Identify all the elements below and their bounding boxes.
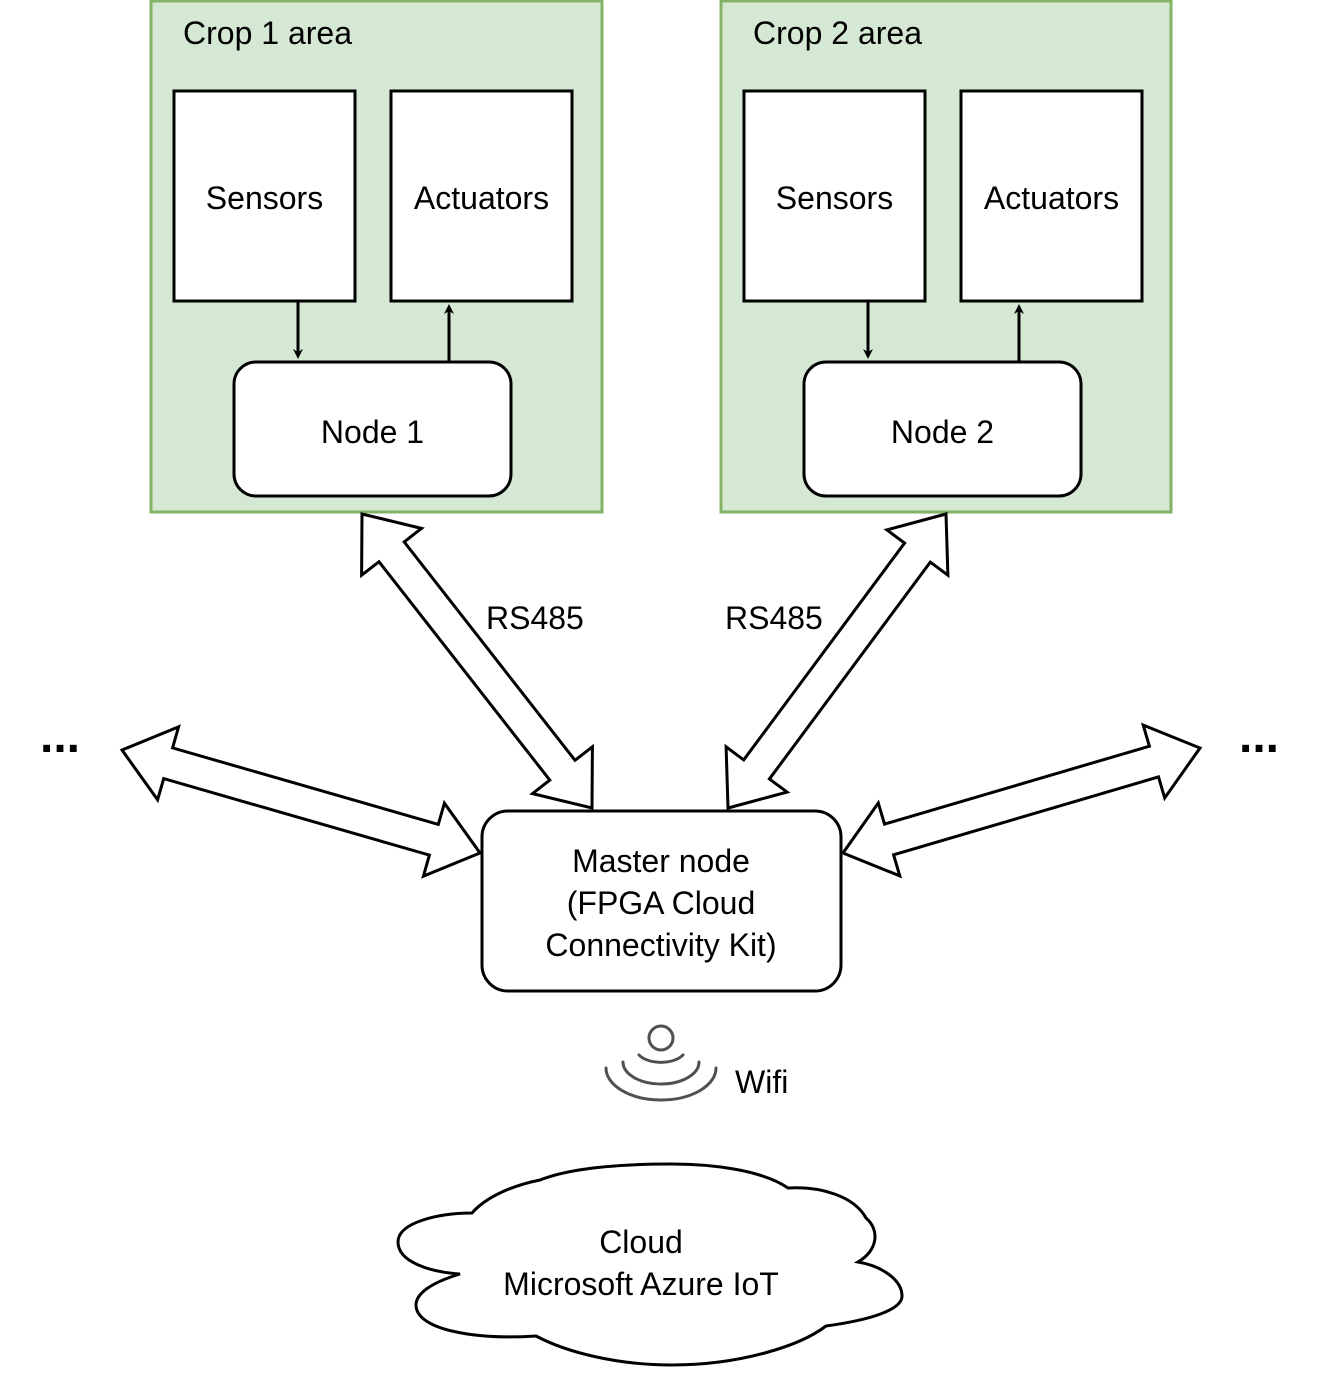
crop-area-1-title: Crop 1 area [183, 15, 352, 51]
crop-1-sensors-label: Sensors [206, 180, 323, 216]
master-node-box: Master node (FPGA Cloud Connectivity Kit… [480, 809, 843, 993]
crop-2-actuators-label: Actuators [984, 180, 1119, 216]
left-extension-arrow [119, 724, 483, 879]
node-1-label: Node 1 [321, 414, 424, 450]
rs485-label-left: RS485 [486, 600, 584, 636]
node-2-master-rs485-arrow [724, 512, 950, 810]
rs485-label-right: RS485 [725, 600, 823, 636]
cloud-shape: Cloud Microsoft Azure IoT [396, 1162, 904, 1367]
connection-arrows [119, 512, 1203, 879]
crop-1-actuators-label: Actuators [414, 180, 549, 216]
node-2-box: Node 2 [802, 360, 1083, 498]
crop-area-1: Crop 1 area Sensors Actuators Node 1 [149, 0, 604, 514]
master-node-line-1: Master node [572, 843, 750, 879]
crop-area-2: Crop 2 area Sensors Actuators Node 2 [719, 0, 1173, 514]
wifi-label: Wifi [735, 1064, 788, 1100]
crop-2-sensors-box: Sensors [742, 89, 927, 303]
more-nodes-left-ellipsis: ... [40, 710, 80, 763]
more-nodes-right-ellipsis: ... [1239, 710, 1279, 763]
crop-1-sensors-box: Sensors [172, 89, 357, 303]
right-extension-arrow [840, 722, 1203, 879]
crop-2-actuators-box: Actuators [959, 89, 1144, 303]
cloud-label-line-1: Cloud [599, 1224, 683, 1260]
crop-area-2-title: Crop 2 area [753, 15, 922, 51]
master-node-line-2: (FPGA Cloud [567, 885, 756, 921]
cloud-label-line-2: Microsoft Azure IoT [503, 1266, 779, 1302]
crop-1-actuators-box: Actuators [389, 89, 574, 303]
node-1-box: Node 1 [232, 360, 513, 498]
node-1-master-rs485-arrow [360, 512, 594, 810]
node-2-label: Node 2 [891, 414, 994, 450]
crop-2-sensors-label: Sensors [776, 180, 893, 216]
wifi-signal-icon [604, 1024, 718, 1102]
master-node-line-3: Connectivity Kit) [545, 927, 776, 963]
